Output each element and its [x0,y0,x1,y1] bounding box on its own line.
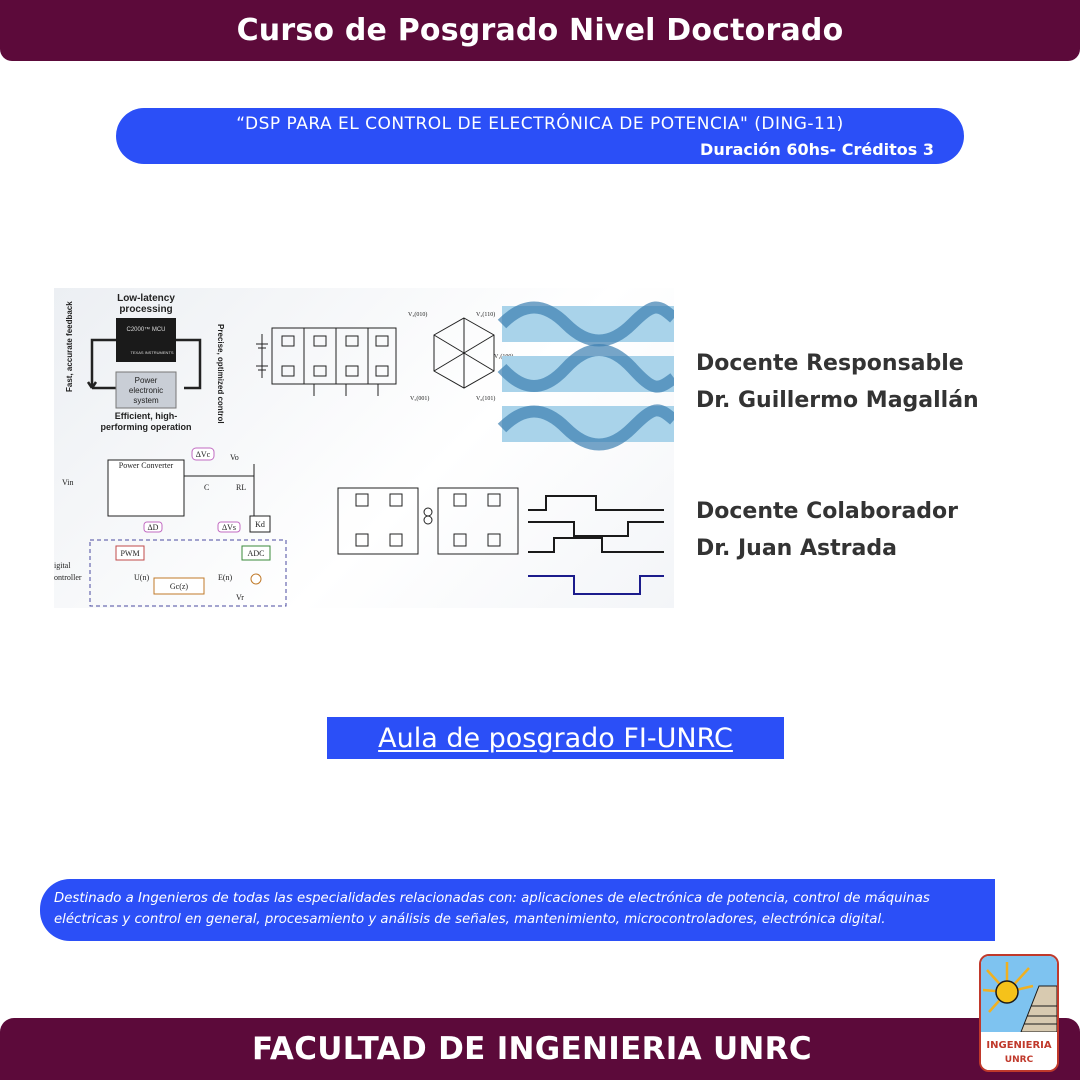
course-title: “DSP PARA EL CONTROL DE ELECTRÓNICA DE P… [236,114,844,134]
left-feedback-label: Fast, accurate feedback [65,301,74,392]
adc-label: ADC [248,549,265,558]
audience-text: Destinado a Ingenieros de todas las espe… [54,891,930,927]
vector-v3: V₃(010) [408,311,427,318]
audience-banner: Destinado a Ingenieros de todas las espe… [40,879,995,941]
bottom-label-2: performing operation [100,422,191,432]
header-bar: Curso de Posgrado Nivel Doctorado [0,0,1080,61]
pwm-waveforms [497,301,674,451]
vin-label: Vin [62,478,74,487]
dvs-label: ΔVs [222,523,236,532]
en-label: E(n) [218,573,233,582]
collaborator-teacher: Docente Colaborador Dr. Juan Astrada [696,493,958,567]
mcu-top-label-1: Low-latency [117,293,175,304]
timing-waveforms [528,495,664,595]
rl-label: RL [236,483,246,492]
responsible-teacher: Docente Responsable Dr. Guillermo Magall… [696,345,979,419]
logo-text-1: INGENIERIA [986,1040,1051,1051]
course-link-box: Aula de posgrado FI-UNRC [327,717,784,759]
system-label-3: system [133,396,159,405]
kd-label: Kd [255,520,265,529]
kd-box [249,515,271,533]
vr-label: Vr [236,593,244,602]
digital-label-2: ontroller [54,573,82,582]
system-label-2: electronic [129,386,163,395]
mcu-chip [116,318,176,362]
pwm-box [115,545,145,561]
right-control-label: Precise, optimized control [216,324,225,424]
gcz-label: Gc(z) [170,582,189,591]
dvc-label: ΔVc [196,450,211,459]
mcu-brand: TEXAS INSTRUMENTS [130,350,173,355]
vector-v6: V₆(101) [476,395,495,402]
inverter-schematic [256,327,397,396]
responsible-name: Dr. Guillermo Magallán [696,388,979,413]
mcu-label: C2000™ MCU [126,326,165,333]
adc-box [241,545,271,561]
mcu-loop-diagram: Low-latency processing C2000™ MCU TEXAS … [65,293,225,432]
course-duration: Duración 60hs- Créditos 3 [700,140,934,159]
bottom-label-1: Efficient, high- [115,411,178,421]
space-vector-hexagon: V₃(010) V₂(110) V₁(100) V₅(001) V₆(101) [408,311,513,402]
full-bridge-schematic [337,487,519,555]
vector-v2: V₂(110) [476,311,495,318]
mcu-top-label-2: processing [119,304,172,315]
logo-text-2: UNRC [1005,1055,1034,1065]
logo-svg: INGENIERIA UNRC [981,956,1057,1070]
dd-label: ΔD [148,523,159,532]
gcz-box [153,577,205,595]
digital-control-diagram: Power Converter Vin Vo C RL ΔVc Kd ΔVs Δ… [54,447,287,607]
collaborator-name: Dr. Juan Astrada [696,536,897,561]
feedback-arrow [86,338,116,389]
collaborator-role: Docente Colaborador [696,499,959,524]
power-electronics-collage: Low-latency processing C2000™ MCU TEXAS … [54,288,674,608]
power-converter-box [107,459,185,517]
pwm-label: PWM [120,549,139,558]
digital-label-1: igital [54,561,71,570]
controller-frame [89,539,287,607]
page-title: Curso de Posgrado Nivel Doctorado [236,13,844,48]
control-arrow [176,338,202,390]
power-converter-label: Power Converter [119,461,174,470]
responsible-role: Docente Responsable [696,351,964,376]
collage-svg: Low-latency processing C2000™ MCU TEXAS … [54,293,674,607]
vector-v5: V₅(001) [410,395,429,402]
footer-bar: FACULTAD DE INGENIERIA UNRC [0,1018,1080,1080]
course-link[interactable]: Aula de posgrado FI-UNRC [378,722,733,754]
footer-title: FACULTAD DE INGENIERIA UNRC [252,1031,812,1067]
vo-label: Vo [230,453,239,462]
power-system-box [115,371,177,409]
course-banner: “DSP PARA EL CONTROL DE ELECTRÓNICA DE P… [116,108,964,164]
un-label: U(n) [134,573,149,582]
c-label: C [204,483,209,492]
system-label-1: Power [135,376,158,385]
faculty-logo: INGENIERIA UNRC [979,954,1059,1072]
inverter-frame [271,327,397,385]
